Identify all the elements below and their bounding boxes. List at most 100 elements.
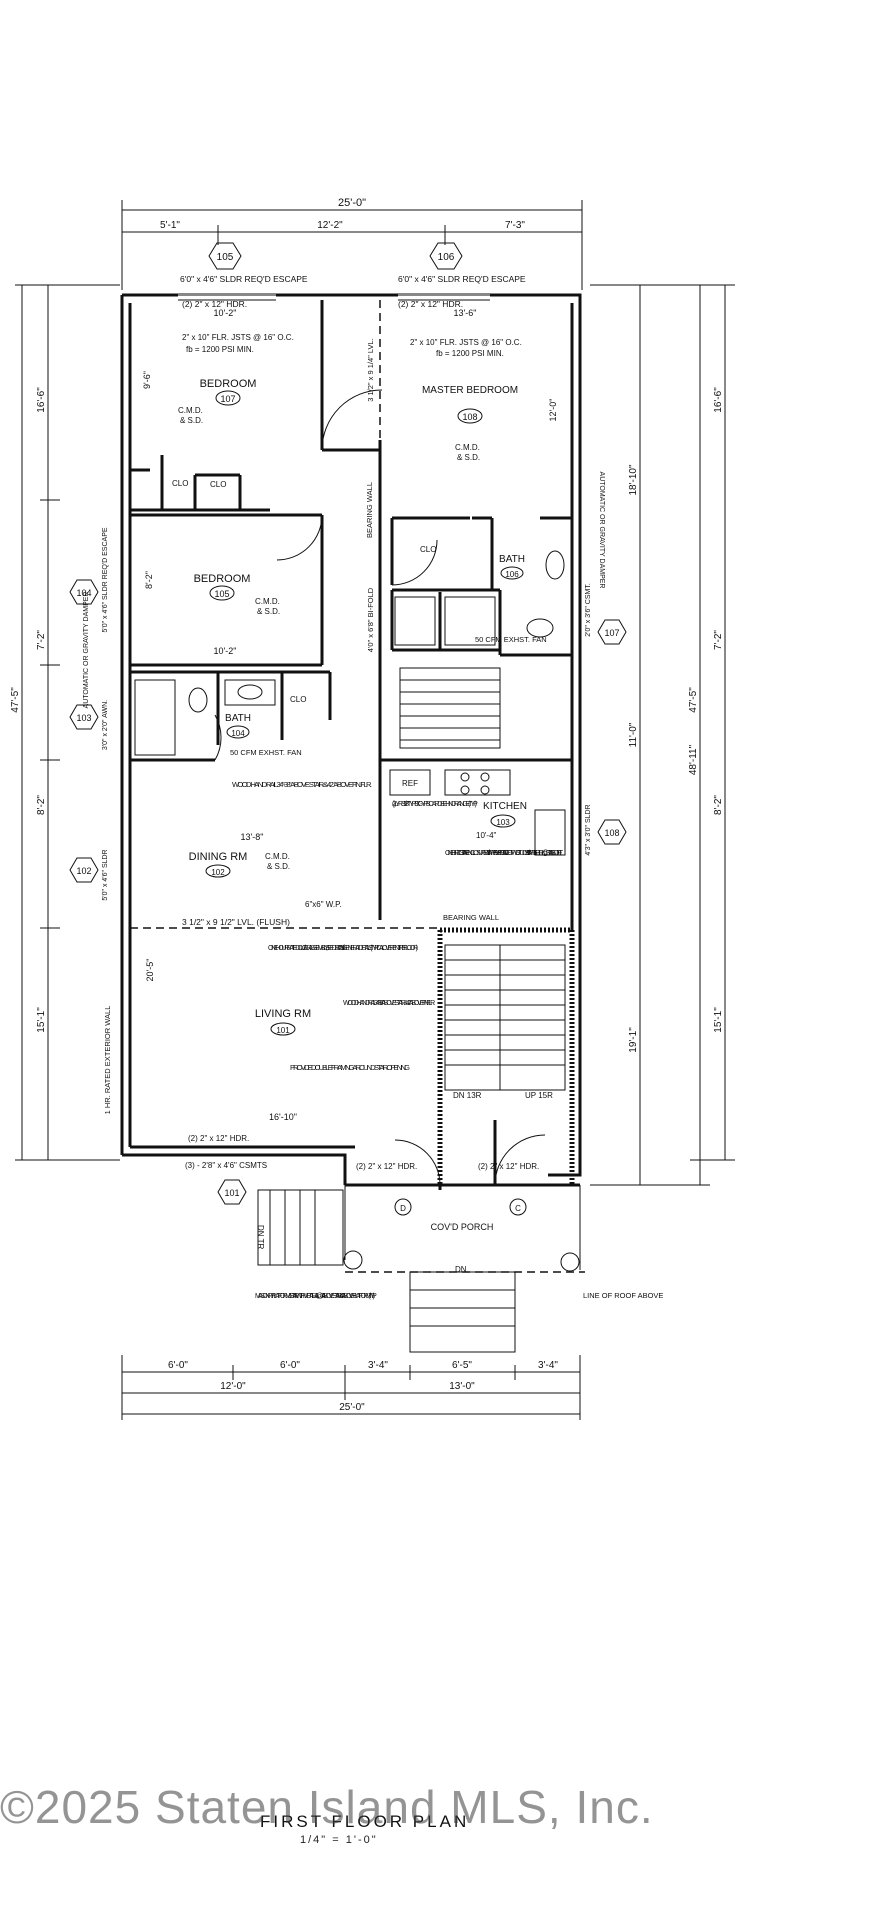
svg-text:10'-2": 10'-2" (214, 308, 237, 318)
svg-text:ONE HOUR RATED CLG. / FLR. ASS: ONE HOUR RATED CLG. / FLR. ASSEMBLY , SE… (268, 945, 418, 952)
closets: CLO CLO CLO CLO (172, 479, 436, 704)
right-dim-3: 8'-2" (713, 795, 724, 815)
bottom-mid-dim-2: 13'-0" (449, 1381, 475, 1392)
right-dim-4: 15'-1" (713, 1007, 724, 1033)
svg-text:1 HR. RATED EXTERIOR WALL: 1 HR. RATED EXTERIOR WALL (103, 1006, 112, 1115)
svg-text:105: 105 (214, 589, 229, 599)
svg-text:C.M.D.: C.M.D. (255, 597, 280, 606)
svg-text:CLO: CLO (290, 695, 306, 704)
top-overall-dim: 25'-0" (338, 197, 366, 209)
window-tag-108: 108 (597, 819, 627, 845)
svg-text:4'0" x 6'8" BI-FOLD: 4'0" x 6'8" BI-FOLD (366, 587, 375, 652)
left-overall-dim: 47'-5" (10, 687, 21, 713)
room-bath-106: BATH 106 50 CFM EXHST. FAN (475, 554, 547, 644)
svg-text:9'-6": 9'-6" (142, 371, 152, 389)
right-inner-dim-1: 18'-10" (628, 464, 639, 495)
svg-text:REF: REF (402, 779, 418, 788)
svg-text:BATH: BATH (499, 554, 525, 565)
svg-text:LIVING RM: LIVING RM (255, 1008, 311, 1020)
right-dim-2: 7'-2" (713, 630, 724, 650)
right-overall-dim-a: 47'-5" (688, 687, 699, 713)
svg-text:DINING RM: DINING RM (189, 851, 248, 863)
svg-text:16'-10": 16'-10" (269, 1112, 297, 1122)
exterior-walls (120, 293, 582, 1187)
svg-text:2'0" x 3'6" CSMT.: 2'0" x 3'6" CSMT. (585, 583, 592, 637)
svg-text:50 CFM EXHST. FAN: 50 CFM EXHST. FAN (475, 635, 547, 644)
svg-text:COV'D PORCH: COV'D PORCH (431, 1222, 494, 1232)
svg-text:BEARING WALL: BEARING WALL (443, 913, 499, 922)
svg-text:(3) - 2'8" x 4'6" CSMTS: (3) - 2'8" x 4'6" CSMTS (185, 1161, 267, 1170)
svg-text:108: 108 (462, 412, 477, 422)
svg-text:10'-2": 10'-2" (214, 646, 237, 656)
svg-text:C.M.D.: C.M.D. (265, 852, 290, 861)
svg-text:CLO: CLO (210, 480, 226, 489)
top-dimensions: 25'-0" 5'-1" 12'-2" 7'-3" (121, 197, 583, 290)
svg-text:(2) 2" x 12" HDR.: (2) 2" x 12" HDR. (356, 1162, 417, 1171)
bottom-dim-3: 3'-4" (368, 1360, 388, 1371)
svg-text:CLO: CLO (172, 479, 188, 488)
svg-text:(2) LYRS 5/8" TYPE 'X' GYP BOA: (2) LYRS 5/8" TYPE 'X' GYP BOARD BEHIND … (392, 801, 478, 808)
right-dim-1: 16'-6" (713, 387, 724, 413)
svg-text:WOOD HAND RAIL 34"-38" ABOVE S: WOOD HAND RAIL 34"-38" ABOVE STAIR & 42"… (232, 780, 372, 789)
svg-text:103: 103 (76, 713, 91, 723)
room-bath-104: BATH 104 50 CFM EXHST. FAN (225, 713, 302, 757)
room-dining-102: DINING RM 102 13'-8" C.M.D. & S.D. 6"x6"… (189, 832, 342, 909)
svg-text:LINE OF ROOF ABOVE: LINE OF ROOF ABOVE (583, 1291, 663, 1300)
svg-text:50 CFM EXHST. FAN: 50 CFM EXHST. FAN (230, 748, 302, 757)
svg-text:10'-4": 10'-4" (476, 831, 497, 840)
porch (257, 1185, 585, 1353)
svg-text:4'3" x 3'0" SLDR: 4'3" x 3'0" SLDR (585, 804, 592, 855)
svg-text:(2) 2" x 12" HDR.: (2) 2" x 12" HDR. (398, 299, 463, 309)
stairs-main (444, 944, 566, 1091)
svg-text:3 1/2" x 9 1/4" LVL.: 3 1/2" x 9 1/4" LVL. (366, 338, 375, 402)
svg-text:CLO: CLO (420, 545, 436, 554)
window-tag-106: 106 (429, 242, 463, 270)
room-kitchen-103: KITCHEN 103 10'-4" REF (2) LYRS 5/8" TYP… (392, 779, 527, 840)
bottom-overall-dim: 25'-0" (339, 1402, 365, 1413)
fixtures (134, 550, 566, 856)
notes: WOOD HAND RAIL 34"-38" ABOVE STAIR & 42"… (83, 338, 663, 1300)
svg-text:& S.D.: & S.D. (267, 862, 290, 871)
svg-text:5'0" x 4'6" SLDR: 5'0" x 4'6" SLDR (102, 849, 109, 900)
left-dim-1: 16'-6" (36, 387, 47, 413)
svg-text:104: 104 (76, 588, 91, 598)
svg-text:8'-2": 8'-2" (144, 571, 154, 589)
svg-text:AUTOMATIC OR GRAVITY DAMPER: AUTOMATIC OR GRAVITY DAMPER (598, 472, 605, 589)
svg-text:102: 102 (211, 868, 225, 877)
plan-scale: 1/4" = 1'-0" (300, 1834, 378, 1846)
svg-text:KITCHEN: KITCHEN (483, 801, 527, 812)
window-tag-102: 102 (69, 857, 99, 883)
svg-text:107: 107 (604, 628, 619, 638)
svg-text:fb = 1200 PSI MIN.: fb = 1200 PSI MIN. (436, 349, 504, 358)
svg-text:fb = 1200 PSI MIN.: fb = 1200 PSI MIN. (186, 345, 254, 354)
svg-text:DN TR: DN TR (256, 1225, 265, 1250)
top-dim-2: 12'-2" (317, 220, 343, 231)
room-master-bedroom-108: MASTER BEDROOM 108 13'-6" 12'-0" C.M.D. … (422, 308, 558, 462)
svg-text:D: D (400, 1204, 406, 1213)
svg-text:13'-8": 13'-8" (241, 832, 264, 842)
bottom-dim-1: 6'-0" (168, 1360, 188, 1371)
svg-text:101: 101 (224, 1188, 239, 1198)
window-tag-103: 103 (69, 704, 99, 730)
svg-text:DN 13R: DN 13R (453, 1091, 482, 1100)
svg-text:107: 107 (220, 394, 235, 404)
svg-text:12'-0": 12'-0" (548, 399, 558, 422)
svg-text:BEARING WALL: BEARING WALL (365, 482, 374, 538)
svg-text:2" x 10" FLR. JSTS @ 16" O.C.: 2" x 10" FLR. JSTS @ 16" O.C. (410, 338, 522, 347)
svg-text:20'-5": 20'-5" (145, 959, 155, 982)
svg-text:DN: DN (455, 1265, 467, 1274)
sldr-105-label: 6'0" x 4'6" SLDR REQ'D ESCAPE (180, 274, 308, 284)
svg-text:106: 106 (438, 252, 455, 263)
right-overall-dim-b: 48'-11" (688, 744, 699, 775)
bottom-dim-4: 6'-5" (452, 1360, 472, 1371)
svg-text:C: C (515, 1204, 521, 1213)
svg-text:& S.D.: & S.D. (257, 607, 280, 616)
svg-text:(2) 2" x 12" HDR.: (2) 2" x 12" HDR. (188, 1134, 249, 1143)
stairs-upper (399, 667, 501, 749)
svg-text:MASTER BEDROOM: MASTER BEDROOM (422, 385, 518, 396)
svg-text:105: 105 (217, 252, 234, 263)
svg-text:2" x 10" FLR. JSTS @ 16" O.C.: 2" x 10" FLR. JSTS @ 16" O.C. (182, 333, 294, 342)
svg-text:& S.D.: & S.D. (180, 416, 203, 425)
svg-text:AUTOMATIC OR GRAVITY DAMPER: AUTOMATIC OR GRAVITY DAMPER (83, 592, 90, 709)
